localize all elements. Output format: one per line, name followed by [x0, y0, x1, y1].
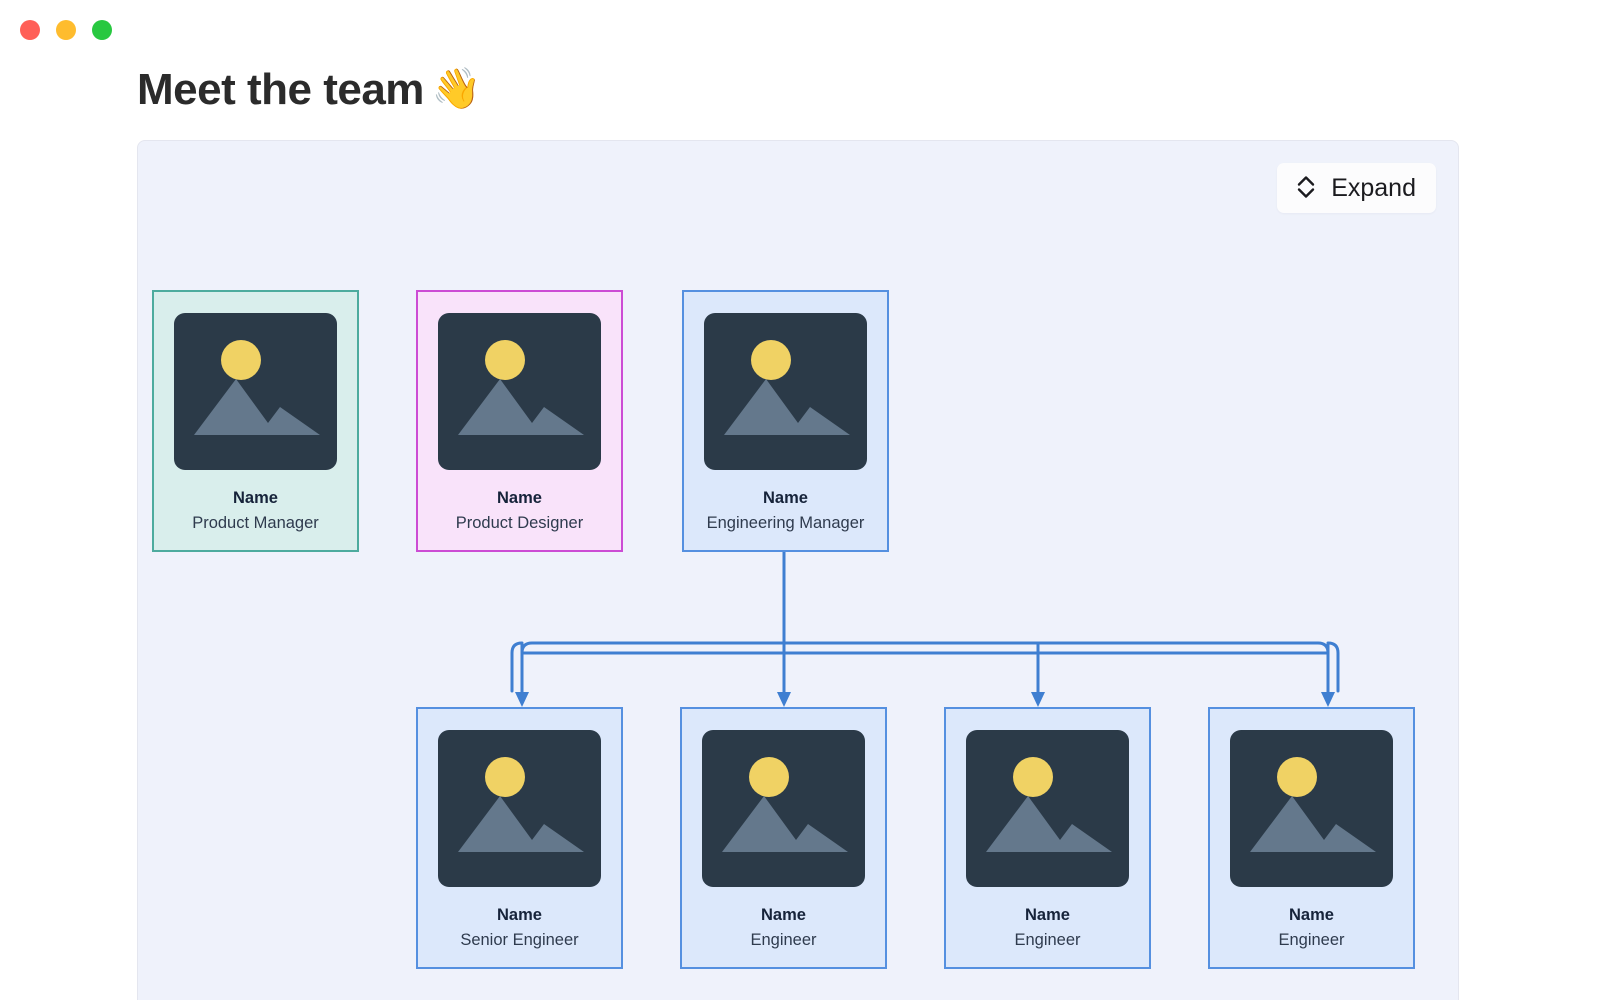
image-placeholder-icon — [704, 313, 867, 470]
org-node-role: Product Designer — [455, 514, 584, 533]
page-title: Meet the team👋 — [137, 64, 482, 117]
window-traffic-lights — [20, 20, 112, 40]
image-placeholder-icon — [438, 730, 601, 887]
page-title-text: Meet the team — [137, 65, 424, 114]
org-node-engineer-2[interactable]: Name Engineer — [944, 707, 1151, 970]
image-placeholder-icon — [966, 730, 1129, 887]
org-node-role: Engineering Manager — [706, 514, 865, 533]
image-placeholder-icon — [702, 730, 865, 887]
org-node-role: Product Manager — [192, 514, 319, 533]
org-node-name: Name — [1289, 906, 1334, 924]
org-node-name: Name — [1025, 906, 1070, 924]
minimize-button[interactable] — [56, 20, 76, 40]
chevron-up-down-icon — [1293, 172, 1319, 205]
expand-button[interactable]: Expand — [1277, 163, 1436, 213]
image-placeholder-icon — [174, 313, 337, 470]
org-chart-canvas[interactable]: Expand — [137, 140, 1459, 1000]
org-node-name: Name — [761, 906, 806, 924]
org-node-role: Engineer — [1278, 931, 1345, 950]
org-node-engineer-3[interactable]: Name Engineer — [1208, 707, 1415, 970]
org-node-engineer-1[interactable]: Name Engineer — [680, 707, 887, 970]
org-node-senior-engineer[interactable]: Name Senior Engineer — [416, 707, 623, 970]
close-button[interactable] — [20, 20, 40, 40]
org-node-name: Name — [763, 489, 808, 507]
image-placeholder-icon — [1230, 730, 1393, 887]
org-node-product-manager[interactable]: Name Product Manager — [152, 290, 359, 553]
org-node-product-designer[interactable]: Name Product Designer — [416, 290, 623, 553]
waving-hand-icon: 👋 — [431, 67, 482, 111]
maximize-button[interactable] — [92, 20, 112, 40]
image-placeholder-icon — [438, 313, 601, 470]
org-node-role: Engineer — [1014, 931, 1081, 950]
org-node-name: Name — [497, 489, 542, 507]
expand-button-label: Expand — [1331, 173, 1416, 202]
org-node-role: Senior Engineer — [460, 931, 579, 950]
org-node-name: Name — [233, 489, 278, 507]
org-node-name: Name — [497, 906, 542, 924]
org-node-role: Engineer — [750, 931, 817, 950]
org-node-engineering-manager[interactable]: Name Engineering Manager — [682, 290, 889, 553]
